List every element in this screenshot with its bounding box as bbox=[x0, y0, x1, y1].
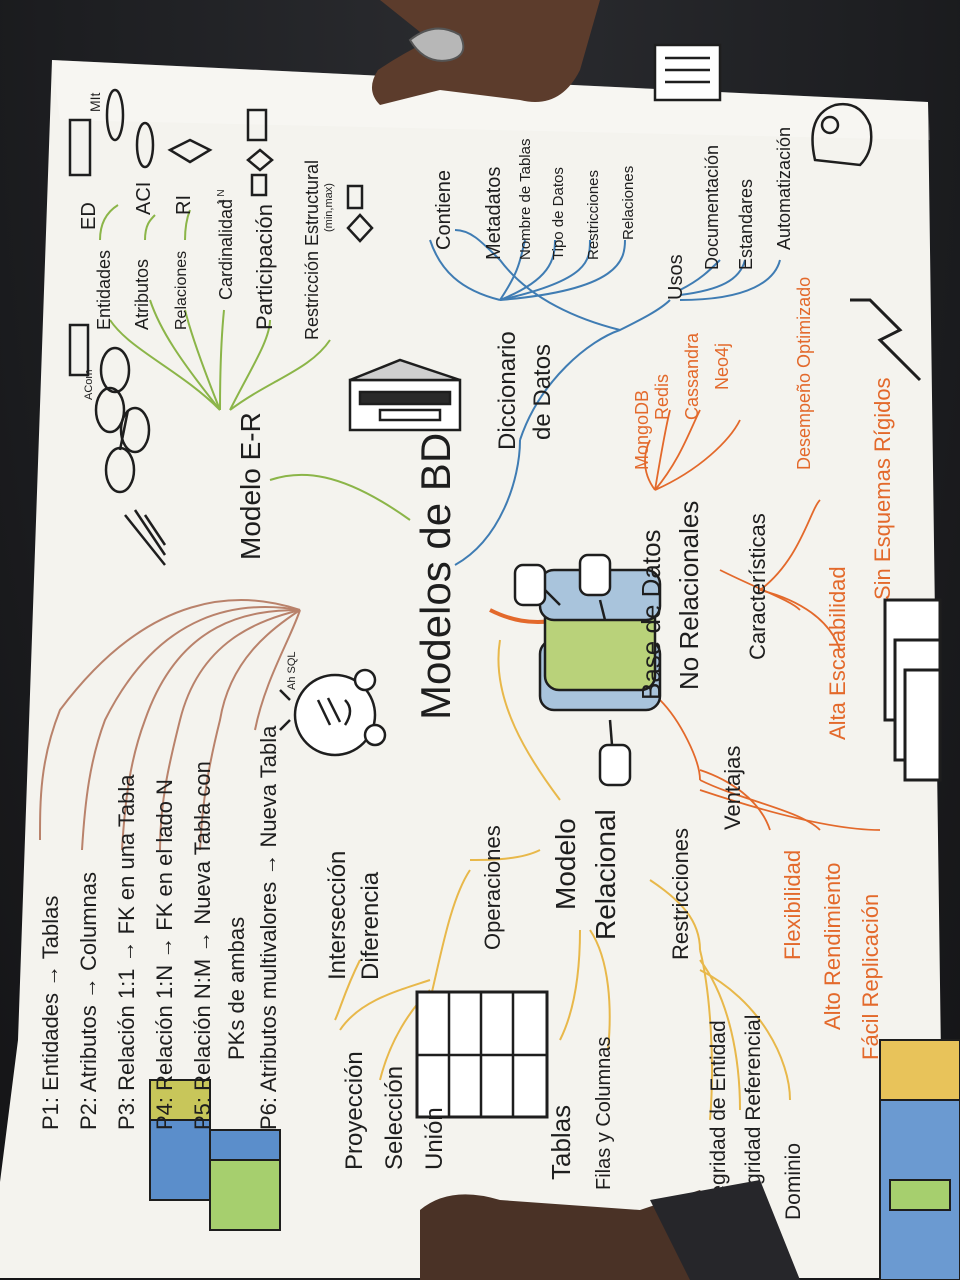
rule-p5: P5: Relación N:M → Nueva Tabla con bbox=[190, 761, 215, 1130]
er-symbol-ri: RI bbox=[173, 195, 195, 215]
rules-branches bbox=[39, 599, 301, 851]
top-hand bbox=[371, 0, 600, 105]
restr-entidad: Integridad de Entidad bbox=[707, 1020, 730, 1220]
operation-proyeccion: Proyección bbox=[341, 1051, 368, 1170]
center-title: Modelos de BD bbox=[412, 433, 459, 720]
dict-estandares: Estandares bbox=[736, 179, 756, 270]
ventaja-rendimiento: Alto Rendimiento bbox=[820, 862, 845, 1030]
bar-chart-drawing bbox=[149, 1039, 960, 1280]
table-drawing bbox=[415, 990, 549, 1119]
nosql-neo4j: Neo4j bbox=[712, 343, 732, 390]
dict-title-1: Diccionario bbox=[494, 331, 521, 450]
carac-desempeno: Desempeño Optimizado bbox=[794, 277, 814, 470]
dict-restricciones: Restricciones bbox=[585, 170, 602, 260]
rule-p5-cont: PKs de ambas bbox=[224, 917, 249, 1060]
carac-esquemas: Sin Esquemas Rígidos bbox=[870, 377, 895, 600]
storage-device-drawing bbox=[348, 358, 462, 432]
dict-contiene: Contiene bbox=[433, 170, 455, 250]
bottom-hand bbox=[420, 1180, 800, 1280]
er-symbol-ed: ED bbox=[78, 202, 100, 230]
dictionary-branches bbox=[429, 229, 781, 566]
rule-p1: P1: Entidades → Tablas bbox=[38, 896, 63, 1130]
er-minmax: (min,max) bbox=[323, 183, 335, 232]
sql-note: Ah SQL bbox=[286, 651, 298, 690]
dict-relaciones: Relaciones bbox=[620, 166, 637, 240]
er-symbol-mit: MIt bbox=[87, 92, 103, 112]
er-card-sub: 1 N bbox=[216, 189, 227, 205]
relational-title-1: Modelo bbox=[550, 818, 581, 910]
bear-face-drawing bbox=[279, 668, 387, 757]
er-symbol-aci: ACI bbox=[133, 182, 155, 215]
er-title: Modelo E-R bbox=[235, 412, 266, 560]
er-entidades: Entidades bbox=[94, 250, 114, 330]
rule-p2: P2: Atributos → Columnas bbox=[76, 872, 101, 1130]
nosql-cassandra: Cassandra bbox=[682, 332, 702, 420]
er-sketch-drawing bbox=[68, 88, 374, 566]
nosql-mongodb: MongoDB bbox=[632, 390, 652, 470]
ventaja-replicacion: Fácil Replicación bbox=[858, 894, 883, 1060]
operation-diferencia: Diferencia bbox=[357, 871, 384, 980]
dict-title-2: de Datos bbox=[529, 344, 556, 440]
restr-dominio: Dominio bbox=[782, 1143, 805, 1220]
nosql-title-1: Base de Datos bbox=[636, 529, 666, 700]
trend-arrow-drawing bbox=[850, 298, 922, 382]
er-acm: ACom bbox=[83, 369, 95, 400]
er-relaciones: Relaciones bbox=[173, 251, 190, 330]
dict-metadatos: Metadatos bbox=[483, 167, 505, 260]
staircase-drawing bbox=[883, 598, 942, 782]
nosql-caracteristicas: Características bbox=[745, 513, 770, 660]
dict-documentacion: Documentación bbox=[702, 145, 722, 270]
dict-nombre-tablas: Nombre de Tablas bbox=[517, 139, 534, 260]
dict-tipo-datos: Tipo de Datos bbox=[550, 167, 567, 260]
operation-interseccion: Intersección bbox=[324, 851, 351, 980]
er-participacion: Participación bbox=[252, 204, 277, 330]
er-cardinalidad: Cardinalidad bbox=[216, 199, 236, 300]
relational-ventajas: Ventajas bbox=[720, 746, 745, 830]
rule-p4: P4: Relación 1:N → FK en el lado N bbox=[152, 779, 177, 1130]
database-cylinders-drawing bbox=[513, 553, 662, 787]
ventaja-flexibilidad: Flexibilidad bbox=[780, 850, 805, 960]
nosql-title-2: No Relacionales bbox=[674, 501, 704, 690]
nosql-redis: Redis bbox=[652, 374, 672, 420]
relational-restricciones: Restricciones bbox=[668, 828, 693, 960]
restr-referencial: Integridad Referencial bbox=[742, 1015, 765, 1220]
dict-automatizacion: Automatización bbox=[774, 127, 794, 250]
carac-escalabilidad: Alta Escalabilidad bbox=[825, 566, 850, 740]
er-branches bbox=[99, 204, 411, 521]
relational-title-2: Relacional bbox=[590, 809, 621, 940]
rule-p3: P3: Relación 1:1 → FK en una Tabla bbox=[114, 774, 139, 1130]
relational-branches bbox=[334, 639, 791, 1121]
gear-head-drawing bbox=[811, 102, 873, 167]
operation-seleccion: Selección bbox=[381, 1066, 408, 1170]
er-atributos: Atributos bbox=[132, 259, 152, 330]
relational-tablas: Tablas bbox=[546, 1105, 576, 1180]
relational-operaciones: Operaciones bbox=[480, 825, 505, 950]
document-drawing bbox=[653, 43, 722, 102]
dict-usos: Usos bbox=[665, 254, 687, 300]
rule-p6: P6: Atributos multivalores → Nueva Tabla bbox=[256, 725, 281, 1130]
relational-filas: Filas y Columnas bbox=[593, 1037, 615, 1190]
er-restriccion: Restricción Estructural bbox=[302, 160, 322, 340]
operation-union: Unión bbox=[421, 1107, 448, 1170]
